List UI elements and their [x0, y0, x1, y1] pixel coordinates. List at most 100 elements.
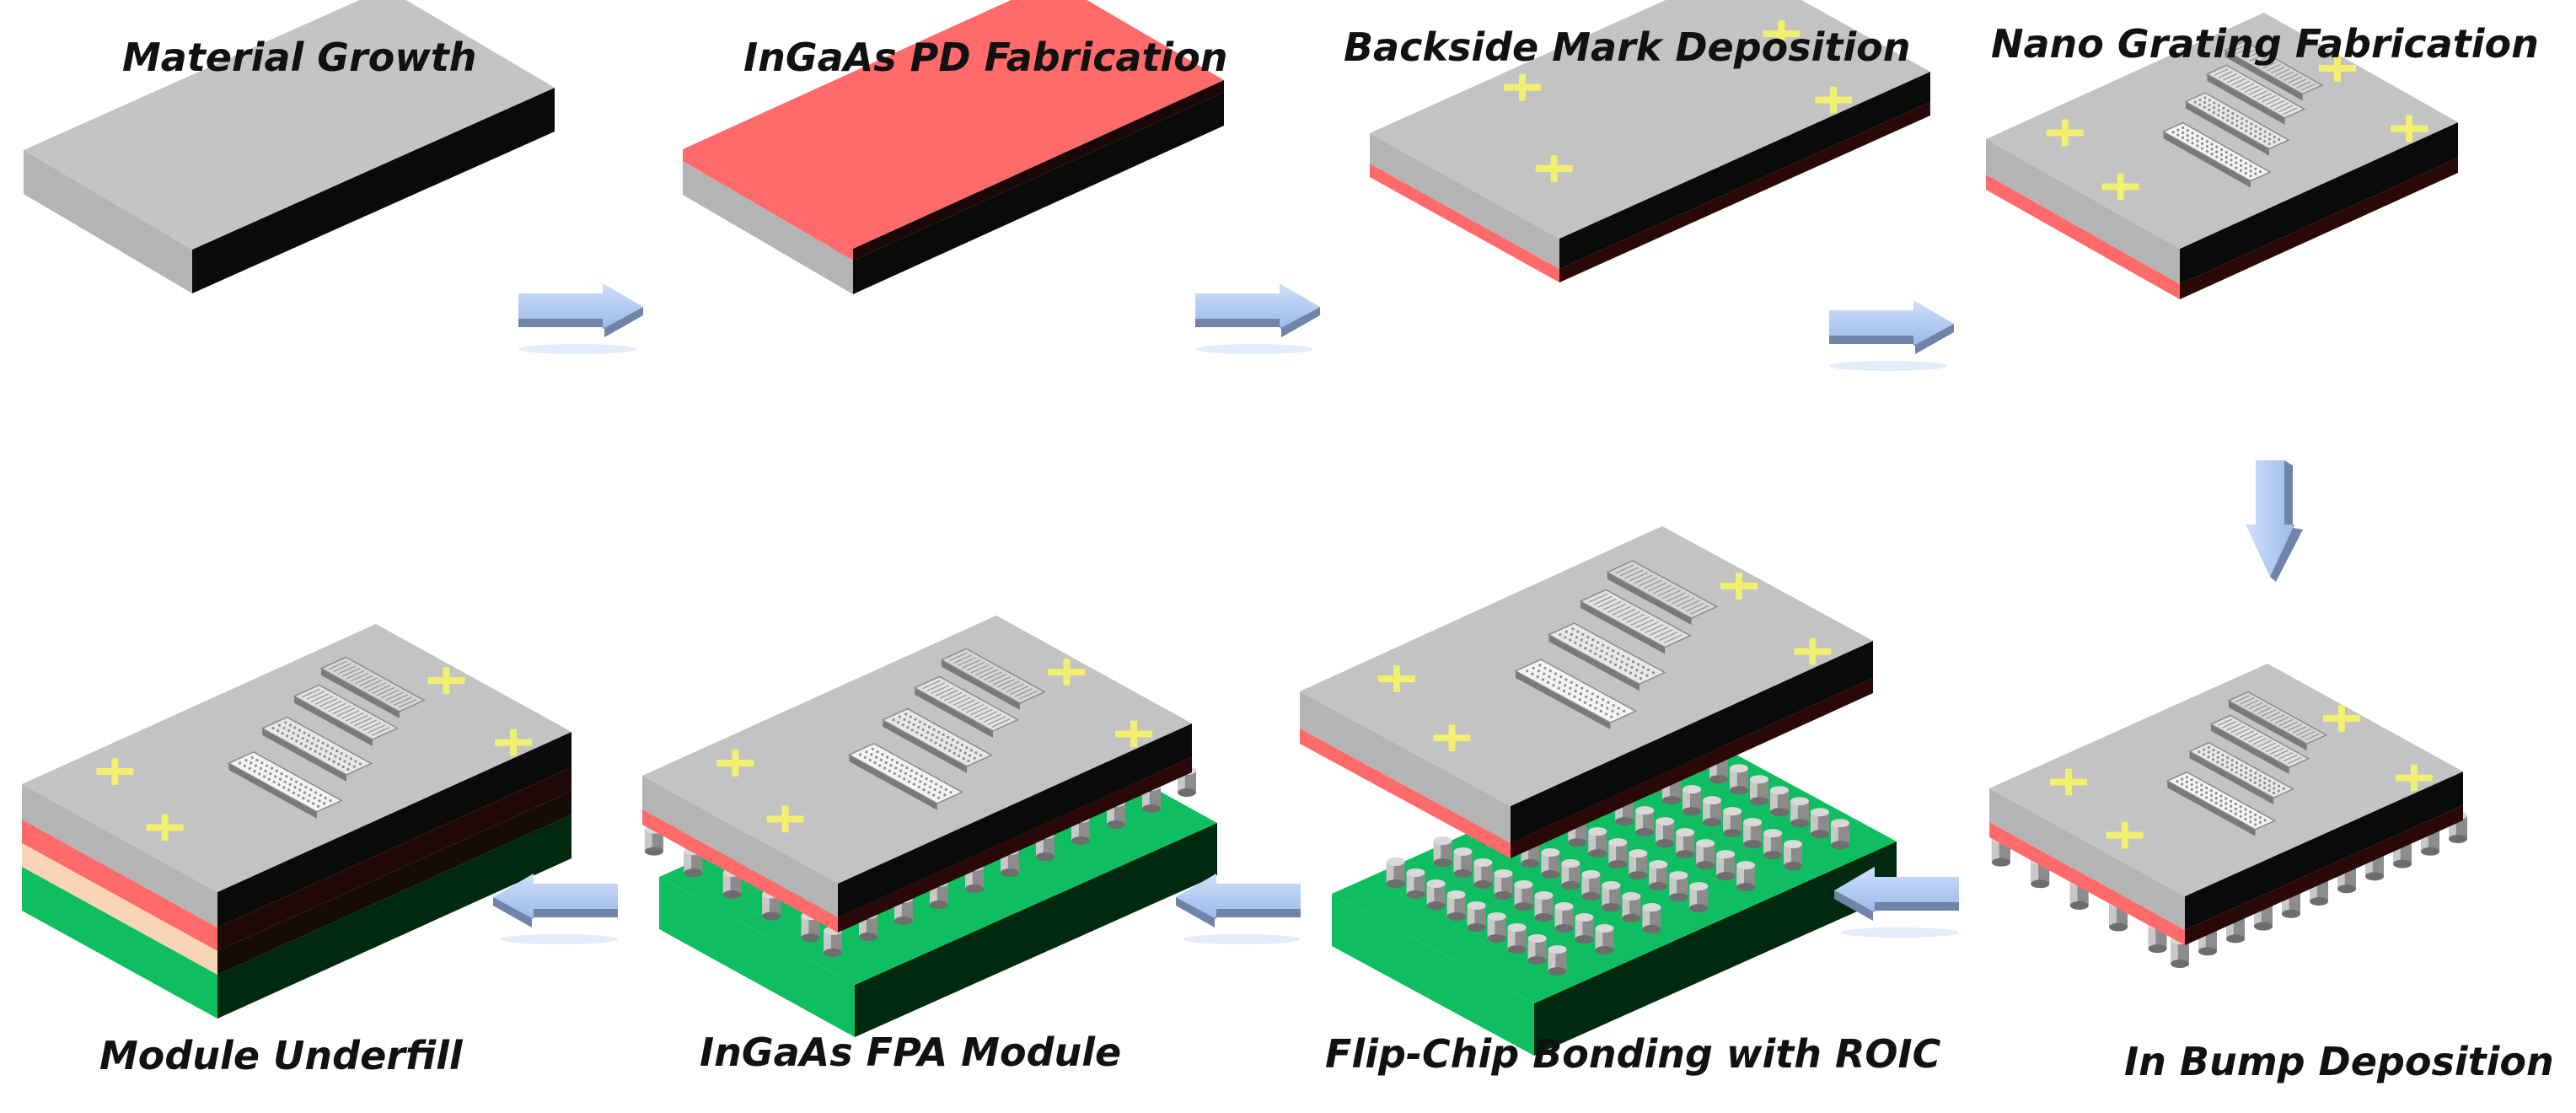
nano-grating-strips-strip-line: [992, 675, 1012, 686]
roic-bump-top: [1527, 933, 1547, 943]
roic-bump-top: [1649, 860, 1668, 869]
roic-bump-bottom: [1446, 911, 1466, 921]
nano-grating-strips-strip-line: [2244, 85, 2259, 94]
nano-grating-strips-strip-line: [1676, 597, 1695, 607]
block-material-growth-side-layer-0: [192, 88, 555, 293]
roic-bump-top: [1682, 785, 1702, 794]
nano-grating-strips-strip-dot: [2207, 750, 2210, 754]
nano-grating-strips-strip-dot: [277, 723, 282, 727]
nano-grating-strips-strip-dot: [303, 791, 307, 794]
roic-bump-bottom: [1507, 944, 1527, 954]
nano-grating-strips-strip-dot: [1575, 684, 1579, 687]
nano-grating-strips-strip-line: [2235, 80, 2251, 89]
nano-grating-strips-strip-dot: [926, 731, 930, 734]
nano-grating-strips-strip-dot: [2200, 788, 2203, 792]
nano-grating-strips-strip-dot: [329, 798, 332, 803]
arrow-right-2-shadow: [1195, 307, 1320, 337]
in-bump-bottom: [2449, 835, 2467, 843]
roic-bump-highlight: [1743, 822, 1751, 845]
nano-grating-strips-strip-line: [354, 717, 373, 727]
nano-grating-strips-strip-dot: [332, 760, 335, 763]
fpa-bump-bottom: [1107, 820, 1125, 829]
nano-grating-strips-strip-dot: [323, 802, 326, 805]
nano-grating-strips-strip-dot: [2234, 802, 2237, 806]
nano-grating-strips-strip-dot: [2254, 125, 2257, 128]
nano-grating-strips-strip-dot: [1581, 632, 1585, 636]
roic-bump-bottom: [1831, 841, 1849, 850]
mark-yellow-cross-vertical: [1519, 73, 1526, 101]
nano-grating-strips-strip-dot: [292, 731, 295, 735]
roic-bump-bottom: [1790, 819, 1809, 828]
mark-yellow-cross-vertical: [2334, 55, 2341, 82]
nano-grating-strips-strip-dot: [1590, 643, 1593, 648]
nano-grating-strips-strip-dot: [873, 761, 877, 765]
nano-grating-strips-strip-line: [1624, 569, 1644, 579]
in-bump-bottom: [2148, 944, 2167, 954]
nano-grating-strips-strip-dot: [294, 780, 298, 783]
nano-grating-strips-strip-dot: [2203, 100, 2207, 105]
nano-grating-strips-strip-dot: [2200, 137, 2204, 141]
roic-bump-top: [1622, 892, 1641, 901]
nano-grating-strips-strip-line: [1593, 595, 1613, 605]
nano-grating-strips-strip-dot: [308, 793, 311, 797]
in-bump-bottom: [2282, 909, 2300, 918]
roic-bump-highlight: [1602, 885, 1610, 908]
nano-grating-strips-strip-dot: [2258, 774, 2262, 777]
nano-grating-strips-strip-line: [983, 713, 1001, 723]
roic-bump-highlight: [1588, 831, 1597, 854]
in-bump-highlight: [2031, 860, 2039, 884]
roic-bump-bottom: [1386, 879, 1405, 888]
nano-grating-strips-strip-line: [2292, 726, 2307, 734]
nano-grating-strips-strip-dot: [935, 782, 938, 786]
block-flip-chip-top-front-layer-0: [1300, 691, 1511, 843]
roic-bump-highlight: [1790, 801, 1798, 824]
nano-grating-strips-strip-dot: [1557, 686, 1560, 690]
arrow-left-5-shadow: [1834, 890, 1959, 921]
nano-grating-strips-strip-dot: [944, 788, 947, 791]
nano-grating-strips-strip-dot: [1607, 646, 1610, 650]
nano-grating-strips-strip-dot: [1538, 664, 1542, 667]
arrow-left-7-shadow: [493, 897, 618, 928]
nano-grating-strips-strip-dot: [2249, 778, 2252, 782]
mark-yellow-cross-vertical: [443, 667, 450, 694]
roic-bump-highlight: [1669, 875, 1677, 898]
nano-grating-strips-strip-dot: [974, 751, 978, 755]
flow-arrows: [493, 283, 2303, 944]
nano-grating-strips-strip-dot: [1635, 669, 1639, 672]
roic-bump-highlight: [1784, 844, 1791, 867]
nano-grating-strips-strip-dot: [2234, 807, 2237, 810]
nano-grating-strips-strip-dot: [939, 785, 943, 788]
nano-grating-strips-strip-line: [969, 706, 989, 716]
nano-grating-strips-strip-dot: [2215, 155, 2219, 159]
roic-bump-top: [1689, 882, 1709, 891]
nano-grating-strips: [2161, 40, 2324, 188]
nano-grating-strips-strip-line: [2278, 718, 2294, 727]
nano-grating-strips-strip-line: [2252, 737, 2267, 745]
nano-grating-strips-strip-dot: [312, 736, 315, 739]
roic-bump-highlight: [1709, 757, 1717, 780]
nano-grating-strips-strip-dot: [1641, 665, 1645, 669]
block-ingaas-pd-front-layer-0: [683, 149, 853, 261]
nano-grating-strips-strip-dot: [927, 791, 931, 794]
nano-grating-strips-strip-edge-0: [942, 659, 1020, 710]
nano-grating-strips-strip-dot: [931, 734, 934, 737]
nano-grating-strips-strip-dot: [883, 766, 887, 770]
roic-bump-top: [1588, 827, 1607, 836]
nano-grating-strips-strip-dot: [2267, 788, 2271, 793]
nano-grating-strips-strip-dot: [2258, 132, 2262, 136]
nano-grating-strips-strip-dot: [2263, 140, 2267, 143]
in-bump-bottom: [2109, 922, 2128, 932]
roic-bump-highlight: [1770, 790, 1778, 813]
roic-bump-top: [1811, 808, 1829, 817]
nano-grating-strips-strip-dot: [881, 753, 884, 756]
roic-bump-bottom: [1716, 872, 1736, 881]
nano-grating-strips-strip-dot: [2263, 819, 2267, 822]
nano-grating-strips: [847, 648, 1046, 810]
nano-grating-strips-strip-dot: [929, 739, 933, 742]
nano-grating-strips-strip-dot: [277, 783, 281, 787]
nano-grating-strips-strip-dot: [931, 793, 936, 797]
roic-bump-bottom: [1406, 890, 1425, 899]
nano-grating-strips-strip-dot: [325, 750, 328, 753]
nano-grating-strips-strip-dot: [1627, 657, 1630, 661]
roic-bump-highlight: [1548, 949, 1556, 971]
